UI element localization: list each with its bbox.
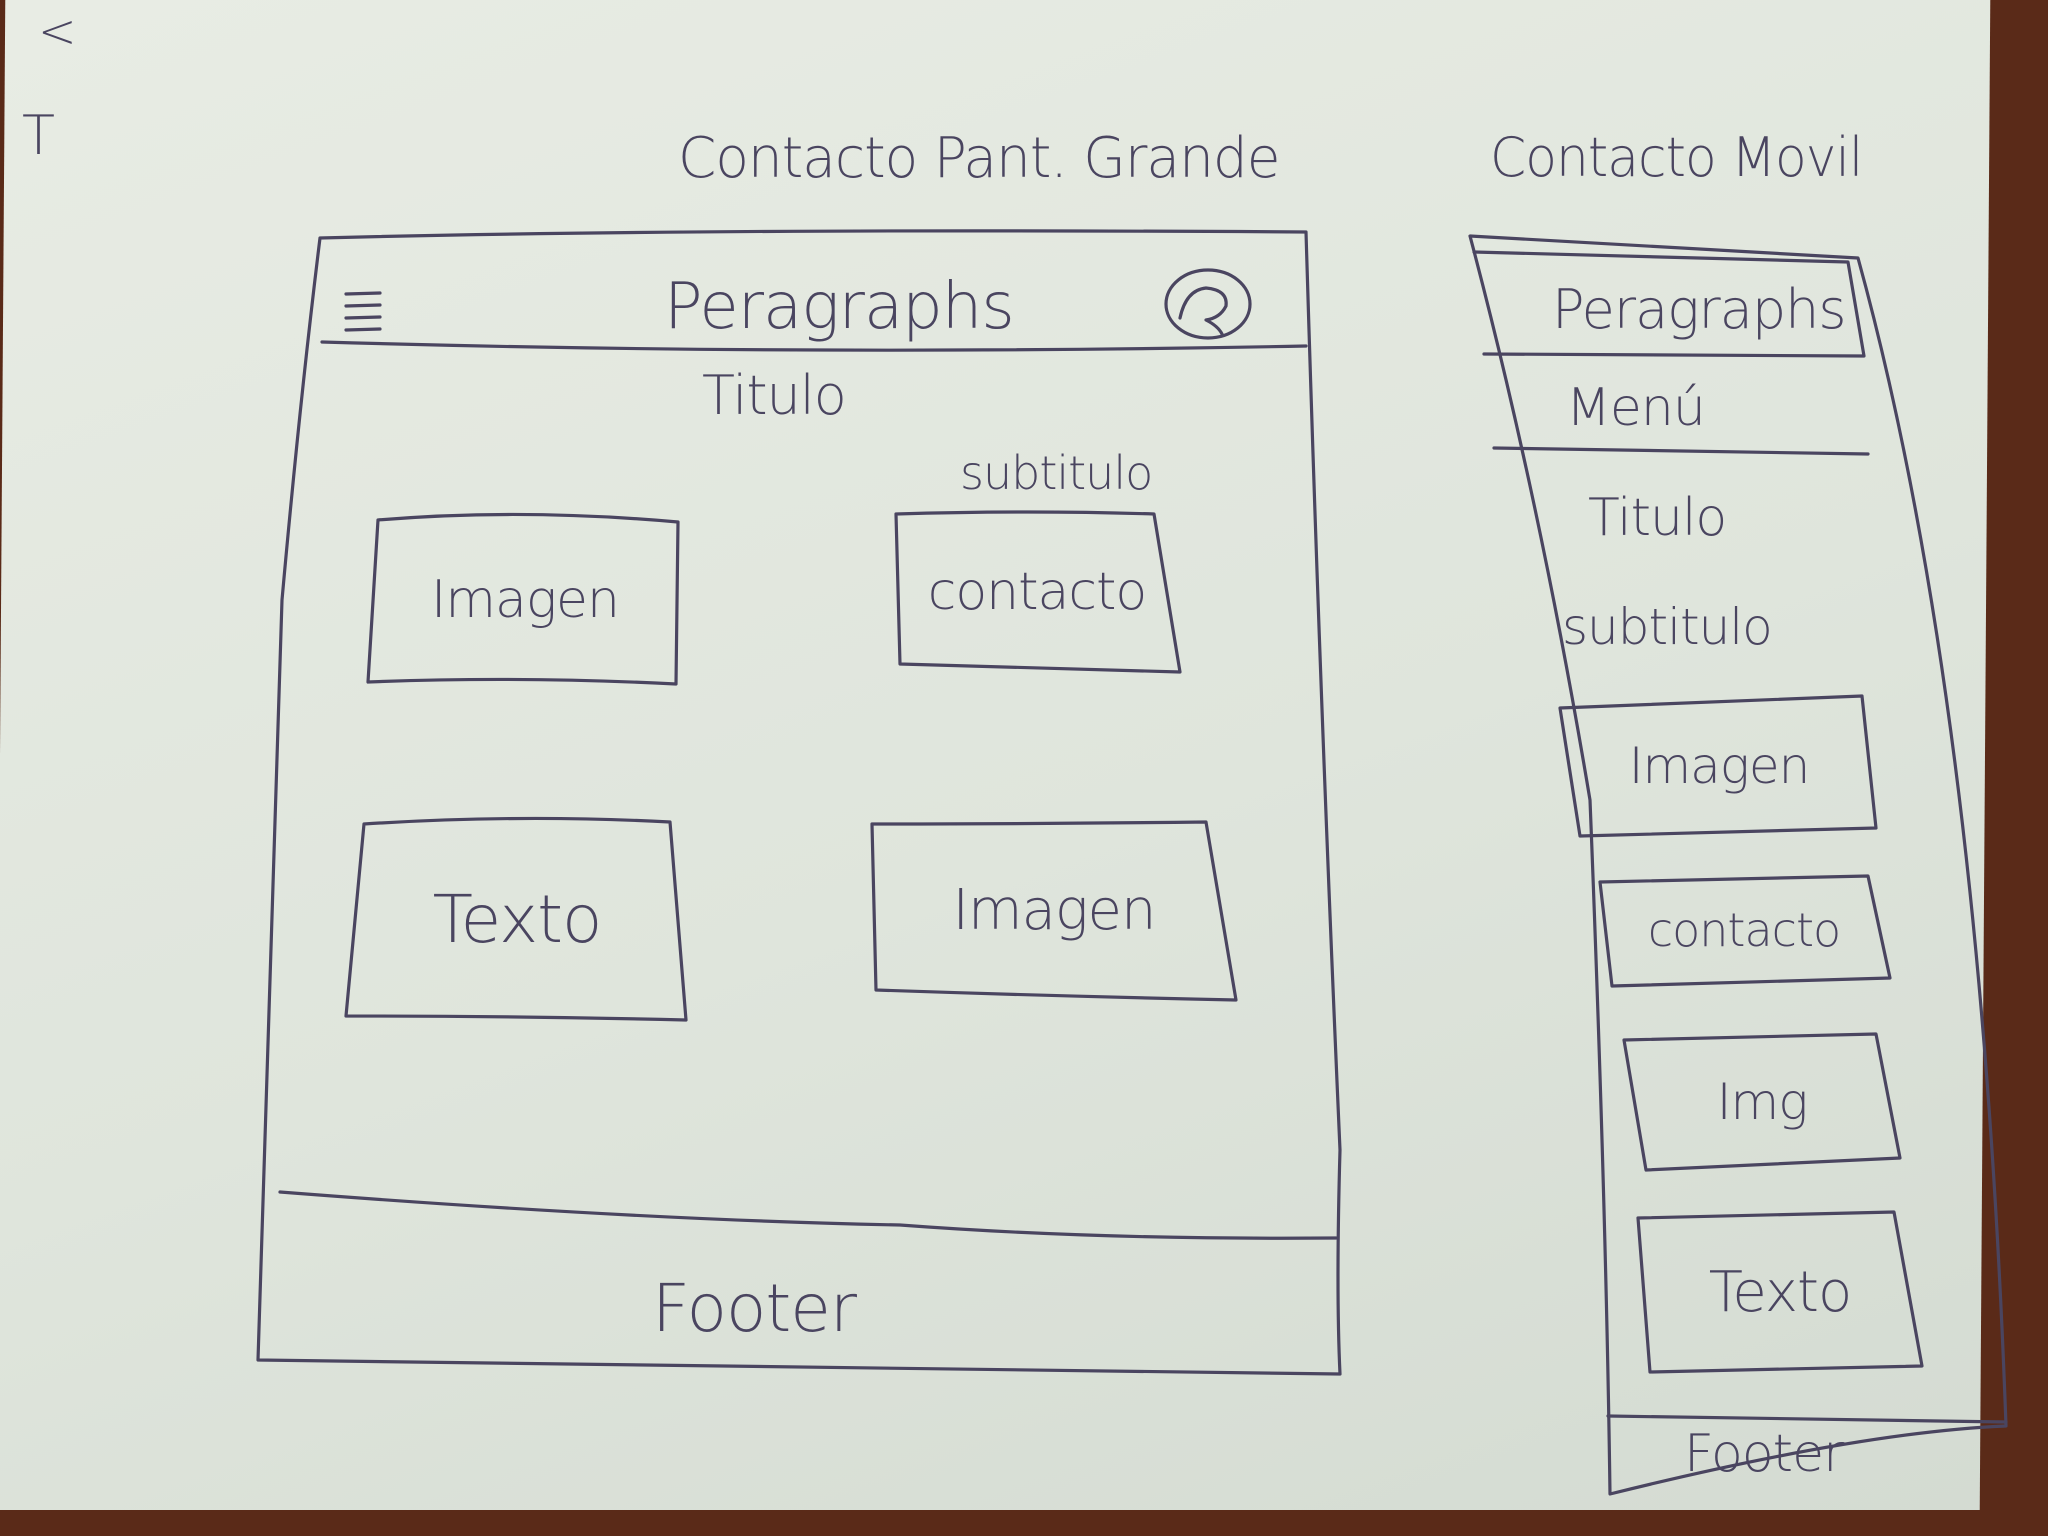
desktop-image-block: Imagen bbox=[372, 516, 678, 684]
desktop-brand: Peragraphs bbox=[664, 270, 1015, 344]
mobile-contact-label: contacto bbox=[1647, 903, 1841, 957]
mobile-text-block: Texto bbox=[1642, 1216, 1918, 1368]
user-avatar-icon[interactable] bbox=[1164, 268, 1254, 342]
desktop-image-box-outline bbox=[366, 512, 680, 686]
mobile-brand: Peragraphs bbox=[1552, 278, 1846, 341]
mobile-subtitle: subtitulo bbox=[1562, 598, 1773, 656]
desktop-title: Titulo bbox=[702, 364, 847, 427]
desktop-contact-box-outline bbox=[894, 510, 1182, 674]
margin-mark-top: < bbox=[38, 4, 77, 58]
desktop-image-label: Imagen bbox=[430, 570, 620, 630]
desktop-text-box-outline bbox=[344, 816, 688, 1022]
mobile-menu[interactable]: Menú bbox=[1566, 378, 1706, 438]
mobile-menu-divider bbox=[1492, 446, 1870, 456]
mobile-title: Titulo bbox=[1588, 488, 1727, 548]
mobile-text-box-outline bbox=[1636, 1210, 1924, 1374]
mobile-header-bar bbox=[1472, 250, 1866, 358]
mobile-text-label: Texto bbox=[1708, 1259, 1853, 1325]
margin-mark-bottom: T bbox=[22, 104, 55, 167]
mobile-footer-divider bbox=[1606, 1414, 2008, 1424]
mobile-img-block: Img bbox=[1630, 1038, 1894, 1166]
mobile-frame bbox=[1468, 234, 2008, 1496]
mobile-img-label: Img bbox=[1716, 1073, 1808, 1131]
desktop-text-block: Texto bbox=[350, 818, 684, 1020]
mobile-image-box-outline bbox=[1558, 694, 1878, 838]
desktop-contact-label: contacto bbox=[927, 562, 1147, 622]
mobile-footer: Footer bbox=[1684, 1424, 1844, 1484]
desktop-heading: Contacto Pant. Grande bbox=[678, 126, 1281, 191]
desktop-image2-block: Imagen bbox=[874, 822, 1234, 998]
desktop-contact-block: contacto bbox=[896, 512, 1178, 672]
mobile-image-label: Imagen bbox=[1628, 737, 1811, 795]
desktop-subtitle: subtitulo bbox=[960, 446, 1153, 500]
hamburger-icon-lines bbox=[344, 291, 382, 332]
desktop-image2-label: Imagen bbox=[952, 877, 1157, 943]
desktop-text-label: Texto bbox=[432, 880, 603, 958]
mobile-contact-block: contacto bbox=[1604, 878, 1884, 982]
desktop-image2-box-outline bbox=[870, 820, 1238, 1002]
desktop-header-divider bbox=[320, 340, 1308, 352]
mobile-image-block: Imagen bbox=[1566, 700, 1872, 832]
avatar-icon-drawing bbox=[1164, 268, 1252, 340]
desktop-footer-divider bbox=[278, 1190, 1338, 1240]
mobile-heading: Contacto Movil bbox=[1490, 126, 1863, 189]
desktop-frame bbox=[256, 229, 1342, 1376]
mobile-img-box-outline bbox=[1622, 1032, 1902, 1172]
mobile-contact-box-outline bbox=[1598, 874, 1892, 988]
menu-icon[interactable] bbox=[338, 282, 388, 338]
desktop-footer: Footer bbox=[652, 1270, 857, 1347]
